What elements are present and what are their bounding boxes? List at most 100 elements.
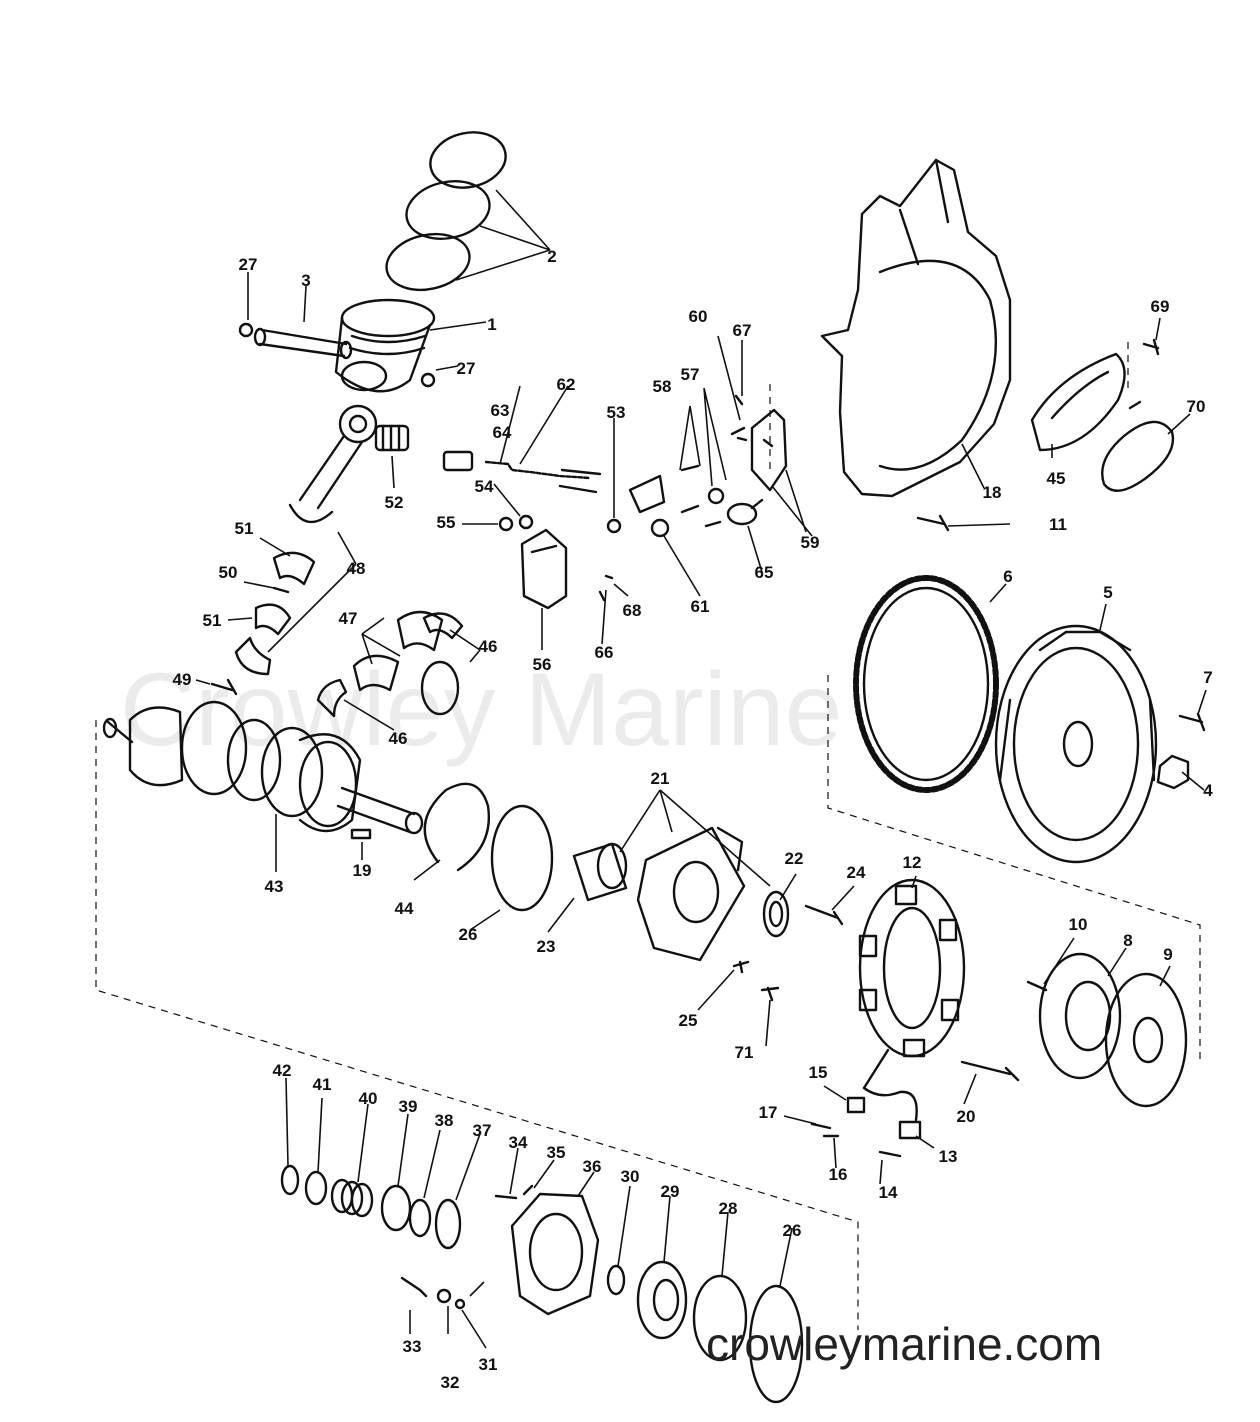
o-ring-upper xyxy=(490,804,554,912)
part-label-59: 59 xyxy=(801,533,820,552)
part-label-14: 14 xyxy=(879,1183,898,1202)
part-label-67: 67 xyxy=(733,321,752,340)
part-label-17: 17 xyxy=(759,1103,778,1122)
piston-rings xyxy=(385,131,507,292)
flywheel-nut xyxy=(1156,754,1190,790)
part-label-36: 36 xyxy=(583,1157,602,1176)
screw-69 xyxy=(1142,338,1160,356)
part-label-61: 61 xyxy=(691,597,710,616)
washer-57 xyxy=(707,487,725,505)
screw-25 xyxy=(732,960,750,974)
watermark-bottom: crowleymarine.com xyxy=(706,1318,1102,1370)
cover-plate xyxy=(1104,972,1188,1108)
fitting-34 xyxy=(400,1276,428,1298)
retaining-ring-right xyxy=(420,372,436,388)
ball-bearing-29 xyxy=(636,1260,688,1340)
rod-screw xyxy=(210,678,238,696)
bearing-half-b xyxy=(316,678,348,718)
group-boundaries xyxy=(95,342,1201,1330)
part-label-44: 44 xyxy=(395,899,414,918)
part-label-12: 12 xyxy=(903,853,922,872)
part-label-9: 9 xyxy=(1163,945,1172,964)
part-label-32: 32 xyxy=(441,1373,460,1392)
part-label-3: 3 xyxy=(301,271,310,290)
screw-71 xyxy=(760,986,780,1002)
nut-55 xyxy=(498,516,514,532)
part-label-62: 62 xyxy=(557,375,576,394)
part-label-5: 5 xyxy=(1103,583,1112,602)
part-label-8: 8 xyxy=(1123,931,1132,950)
part-label-47: 47 xyxy=(339,609,358,628)
flywheel xyxy=(994,624,1158,864)
flywheel-group-boundary xyxy=(827,675,1201,1060)
seal-ring-44 xyxy=(423,782,491,872)
part-label-41: 41 xyxy=(313,1075,332,1094)
bearing-cage-upper xyxy=(272,551,316,586)
pins-58 xyxy=(680,464,700,514)
spring-40 xyxy=(330,1178,374,1218)
part-label-2: 2 xyxy=(547,247,556,266)
part-label-25: 25 xyxy=(679,1011,698,1030)
link-arms xyxy=(558,468,602,494)
part-label-51: 51 xyxy=(235,519,254,538)
thrust-washer xyxy=(762,890,790,938)
timer-base xyxy=(1038,952,1122,1080)
part-label-15: 15 xyxy=(809,1063,828,1082)
plug-32 xyxy=(454,1298,466,1310)
washer-41 xyxy=(304,1170,328,1206)
part-label-24: 24 xyxy=(847,863,866,882)
gasket-70 xyxy=(1101,400,1175,492)
part-label-48: 48 xyxy=(347,559,366,578)
part-label-26: 26 xyxy=(459,925,478,944)
part-label-70: 70 xyxy=(1187,397,1206,416)
connecting-rod xyxy=(288,404,378,523)
screw-35 xyxy=(494,1194,518,1200)
part-label-46: 46 xyxy=(389,729,408,748)
part-label-55: 55 xyxy=(437,513,456,532)
part-label-29: 29 xyxy=(661,1182,680,1201)
bolt-11 xyxy=(916,514,950,532)
retaining-ring-30 xyxy=(606,1264,626,1296)
part-label-60: 60 xyxy=(689,307,708,326)
center-main-bearing xyxy=(636,826,746,962)
part-label-57: 57 xyxy=(681,365,700,384)
part-label-10: 10 xyxy=(1069,915,1088,934)
ring-gear xyxy=(853,575,999,793)
part-label-19: 19 xyxy=(353,861,372,880)
part-label-21: 21 xyxy=(651,769,670,788)
part-label-66: 66 xyxy=(595,643,614,662)
throttle-cam xyxy=(628,474,670,538)
main-bearing-cage-b xyxy=(396,610,444,652)
bearing-ring-46 xyxy=(420,660,460,716)
part-label-27: 27 xyxy=(239,255,258,274)
dowel-50 xyxy=(272,586,290,594)
part-label-37: 37 xyxy=(473,1121,492,1140)
part-label-53: 53 xyxy=(607,403,626,422)
part-label-6: 6 xyxy=(1003,567,1012,586)
bearing-half-a xyxy=(422,612,464,640)
nut-53 xyxy=(606,518,622,534)
part-label-31: 31 xyxy=(479,1355,498,1374)
part-label-39: 39 xyxy=(399,1097,418,1116)
part-label-38: 38 xyxy=(435,1111,454,1130)
lower-crankcase-head xyxy=(510,1192,600,1316)
part-label-54: 54 xyxy=(475,477,494,496)
part-label-71: 71 xyxy=(735,1043,754,1062)
part-label-30: 30 xyxy=(621,1167,640,1186)
screw-7 xyxy=(1178,712,1206,732)
washer-54 xyxy=(518,514,534,530)
part-label-42: 42 xyxy=(273,1061,292,1080)
part-drawings xyxy=(102,131,1206,1404)
retaining-ring-left xyxy=(238,322,254,338)
part-label-43: 43 xyxy=(265,877,284,896)
ring-42 xyxy=(280,1164,300,1196)
part-label-20: 20 xyxy=(957,1107,976,1126)
part-label-65: 65 xyxy=(755,563,774,582)
part-label-27: 27 xyxy=(457,359,476,378)
part-label-35: 35 xyxy=(547,1143,566,1162)
crankshaft-group-boundary xyxy=(95,720,859,1330)
link-clip xyxy=(442,450,474,472)
part-label-33: 33 xyxy=(403,1337,422,1356)
